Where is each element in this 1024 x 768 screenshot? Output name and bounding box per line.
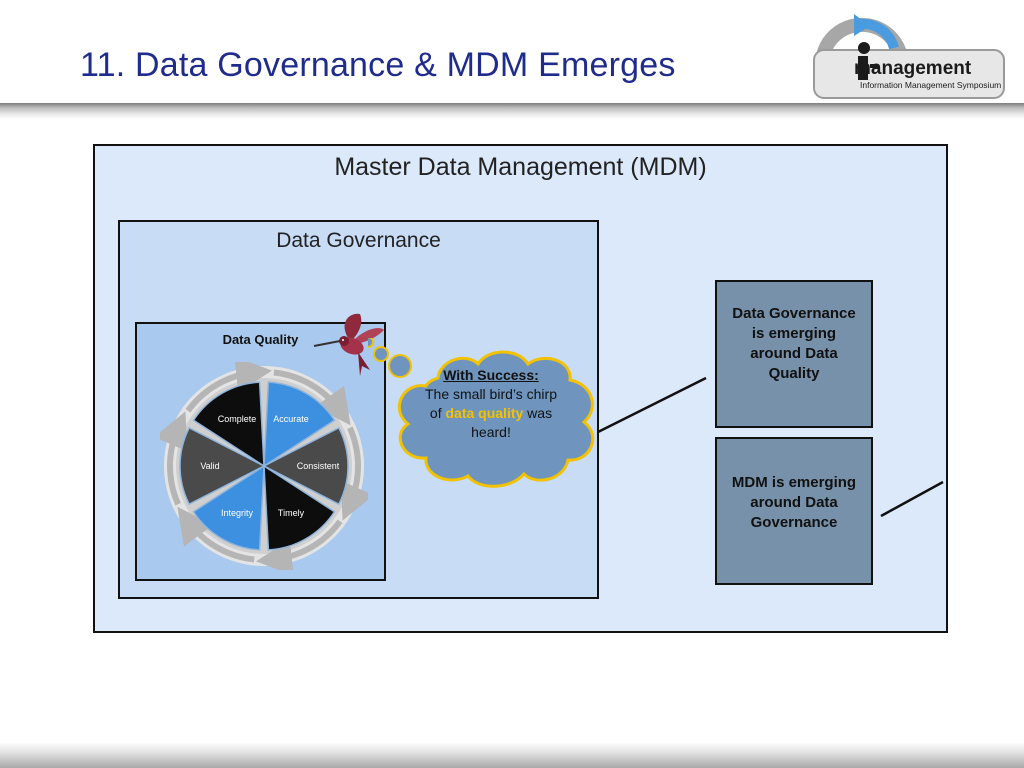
mdm-title: Master Data Management (MDM) [334, 153, 707, 181]
trail-bubble-large [388, 354, 412, 378]
wheel-segment-accurate [263, 381, 336, 468]
data-quality-title: Data Quality [222, 332, 299, 347]
wheel-arrow-5 [177, 506, 255, 563]
wheel-label-complete: Complete [218, 414, 257, 424]
cloud-highlight: data quality [445, 405, 524, 421]
logo-subtitle: Information Management Symposium [860, 80, 1002, 90]
logo-word: management [854, 58, 972, 79]
wheel-segments [179, 381, 349, 551]
wheel-label-consistent: Consistent [297, 461, 340, 471]
wheel-label-accurate: Accurate [273, 414, 309, 424]
footer-divider [0, 742, 1024, 768]
header-divider [0, 103, 1024, 119]
wheel-arrow-1 [185, 362, 273, 413]
wheel-segment-valid [179, 426, 266, 506]
wheel-segment-complete [192, 381, 265, 468]
trail-bubble-medium [373, 346, 389, 362]
wheel-segment-integrity [192, 464, 265, 551]
wheel-arrows [160, 362, 368, 570]
wheel-labels: Complete Accurate Consistent Timely Inte… [200, 414, 339, 518]
wheel-label-valid: Valid [200, 461, 219, 471]
data-quality-wheel: Complete Accurate Consistent Timely Inte… [160, 362, 368, 570]
trail-bubble-small [368, 338, 374, 348]
thought-cloud-text: With Success: The small bird’s chirp of … [424, 366, 558, 442]
thought-cloud [368, 338, 595, 488]
hummingbird-icon [313, 313, 384, 376]
callout-data-governance: Data Governance is emerging around Data … [715, 280, 873, 428]
cloud-heading: With Success: [443, 367, 539, 383]
thought-bubble-trail [368, 338, 412, 378]
callout-mdm: MDM is emerging around Data Governance [715, 437, 873, 585]
slide-title: 11. Data Governance & MDM Emerges [80, 46, 676, 84]
wheel-arrow-3 [340, 426, 368, 521]
wheel-arrow-2 [273, 369, 351, 426]
data-governance-title: Data Governance [276, 229, 441, 252]
i-management-logo-icon [813, 14, 1005, 99]
wheel-segment-consistent [262, 426, 349, 506]
callout-mdm-text: MDM is emerging around Data Governance [731, 474, 857, 531]
cloud-text-before: The small bird’s chirp of [424, 386, 557, 421]
cloud-text-after: was heard! [471, 405, 553, 440]
wheel-arrow-4 [255, 519, 343, 570]
wheel-label-integrity: Integrity [221, 508, 254, 518]
cloud-body [397, 350, 595, 488]
wheel-segment-timely [263, 464, 336, 551]
wheel-arrow-6 [160, 411, 188, 506]
callout-data-governance-text: Data Governance is emerging around Data … [732, 305, 856, 382]
wheel-label-timely: Timely [278, 508, 305, 518]
